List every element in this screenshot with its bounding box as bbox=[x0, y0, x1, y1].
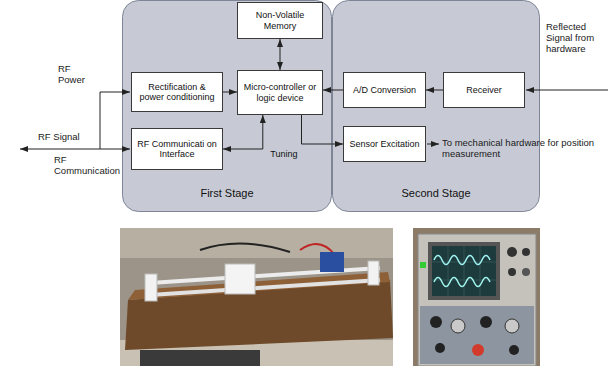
block-box: A/D Conversion bbox=[343, 72, 426, 108]
photo-background bbox=[120, 228, 393, 366]
knob bbox=[472, 344, 484, 356]
block-box: Receiver bbox=[443, 72, 525, 108]
knob bbox=[430, 316, 442, 328]
block-box: RF Communicati on Interface bbox=[131, 128, 223, 170]
box-label: Sensor Excitation bbox=[349, 139, 419, 149]
rail-support bbox=[145, 274, 157, 301]
cable bbox=[200, 243, 290, 252]
knob bbox=[522, 268, 530, 276]
table-box bbox=[140, 350, 260, 366]
box-label: Receiver bbox=[466, 85, 502, 95]
oscilloscope-body bbox=[418, 234, 536, 366]
box-label: RF Communicati on Interface bbox=[136, 139, 218, 160]
box-label: Micro-controller or logic device bbox=[242, 82, 318, 103]
bench-setup-photo bbox=[120, 228, 393, 366]
stage-heading: First Stage bbox=[122, 187, 332, 200]
stage-panel: Second Stage A/D Conversion ReceiverSensor… bbox=[332, 0, 540, 212]
knob bbox=[480, 316, 492, 328]
block-box: Micro-controller or logic device bbox=[237, 70, 323, 115]
screen-grid bbox=[432, 246, 496, 296]
slider-block bbox=[225, 264, 255, 294]
signal-label: RF Communication bbox=[54, 155, 126, 177]
signal-label: RF Power bbox=[58, 64, 90, 86]
rf-signal-wire bbox=[20, 149, 100, 150]
box-label: A/D Conversion bbox=[353, 85, 416, 95]
stage-heading: Second Stage bbox=[332, 187, 540, 200]
signal-label: RF Signal bbox=[38, 132, 96, 143]
control-panel bbox=[420, 306, 534, 364]
circuit-board bbox=[320, 252, 344, 272]
stage-panel: First Stage Non-Volatile MemoryRectificat… bbox=[122, 0, 332, 212]
connector-label: Tuning bbox=[270, 149, 297, 159]
block-box: Sensor Excitation bbox=[343, 126, 426, 162]
connector bbox=[302, 115, 344, 144]
box-label: Non-Volatile Memory bbox=[242, 10, 318, 31]
oscilloscope-photo bbox=[413, 228, 540, 366]
connector bbox=[426, 90, 443, 91]
rf-power-wire bbox=[100, 92, 130, 93]
rf-junction-wire bbox=[100, 92, 101, 149]
power-lamp bbox=[420, 262, 426, 268]
knob bbox=[522, 248, 530, 256]
knob bbox=[507, 247, 517, 257]
stage-panel-shape bbox=[123, 1, 332, 212]
knob bbox=[435, 343, 445, 353]
knob bbox=[508, 268, 516, 276]
sine-trace bbox=[434, 256, 490, 265]
sine-trace bbox=[434, 278, 490, 287]
connector bbox=[223, 115, 263, 149]
signal-label: Reflected Signal from hardware bbox=[546, 22, 608, 55]
screen bbox=[432, 246, 496, 296]
signal-label: To mechanical hardware for position meas… bbox=[442, 138, 608, 160]
photo-background bbox=[413, 228, 540, 366]
box-label: Rectification & power conditioning bbox=[136, 82, 218, 103]
excitation-output-wire bbox=[427, 144, 439, 145]
photo-wall bbox=[120, 228, 393, 258]
connector bbox=[323, 90, 343, 91]
rail bbox=[150, 280, 380, 295]
knob bbox=[451, 319, 465, 333]
reflected-signal-wire bbox=[526, 90, 608, 91]
rf-communication-wire bbox=[100, 149, 130, 150]
block-box: Rectification & power conditioning bbox=[131, 72, 223, 112]
connector bbox=[280, 39, 281, 70]
connector bbox=[223, 92, 237, 93]
rail-support bbox=[368, 261, 379, 285]
screen-bezel bbox=[428, 242, 500, 300]
knob bbox=[505, 319, 519, 333]
knob bbox=[509, 345, 519, 355]
block-box: Non-Volatile Memory bbox=[237, 2, 323, 39]
stage-panel-shape bbox=[333, 1, 540, 212]
